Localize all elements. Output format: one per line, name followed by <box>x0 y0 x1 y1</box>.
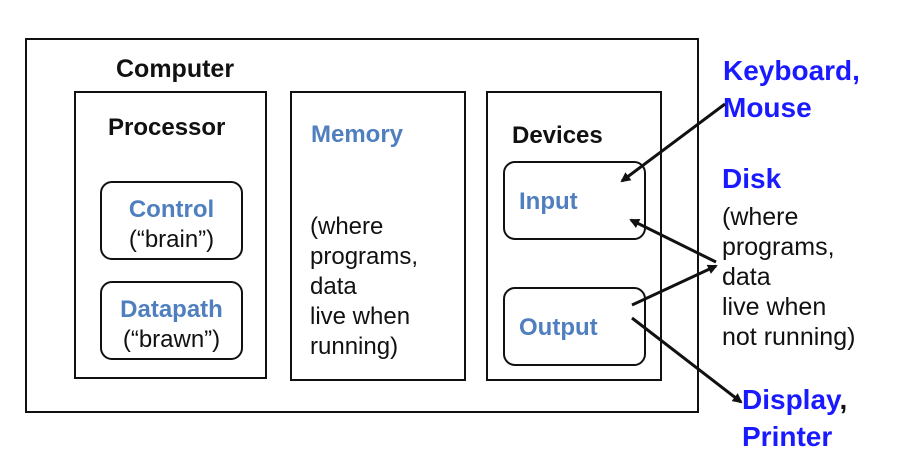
memory-desc-line: running) <box>310 333 399 360</box>
control-label: Control <box>128 196 215 223</box>
memory-desc-line: (where <box>310 213 384 240</box>
disk-desc-line: live when <box>722 293 827 321</box>
input-label: Input <box>519 188 578 215</box>
disk-desc-line: programs, <box>722 233 835 261</box>
memory-desc-line: programs, <box>310 243 419 270</box>
control-desc: (“brain”) <box>128 226 215 253</box>
disk-title: Disk <box>722 163 782 194</box>
memory-desc-line: live when <box>310 303 411 330</box>
devices-title: Devices <box>512 122 603 149</box>
processor-box <box>74 91 267 379</box>
mouse-label: Mouse <box>723 92 812 123</box>
datapath-label: Datapath <box>120 296 223 323</box>
memory-desc-line: data <box>310 273 357 300</box>
control-box <box>100 181 243 260</box>
disk-desc-line: not running) <box>722 323 856 351</box>
printer-label: Printer <box>742 421 833 452</box>
display-label: Display, <box>742 384 847 416</box>
disk-desc-line: data <box>722 263 771 291</box>
disk-desc-line: (where <box>722 203 799 231</box>
memory-box <box>290 91 466 381</box>
keyboard-label: Keyboard, <box>723 55 860 86</box>
input-box <box>503 161 646 240</box>
output-label: Output <box>519 314 598 341</box>
display-comma: , <box>839 384 848 415</box>
memory-title: Memory <box>311 121 404 148</box>
datapath-desc: (“brawn”) <box>122 326 221 353</box>
display-text: Display <box>742 384 840 415</box>
processor-title: Processor <box>108 114 226 141</box>
computer-title: Computer <box>116 55 235 83</box>
datapath-box <box>100 281 243 360</box>
